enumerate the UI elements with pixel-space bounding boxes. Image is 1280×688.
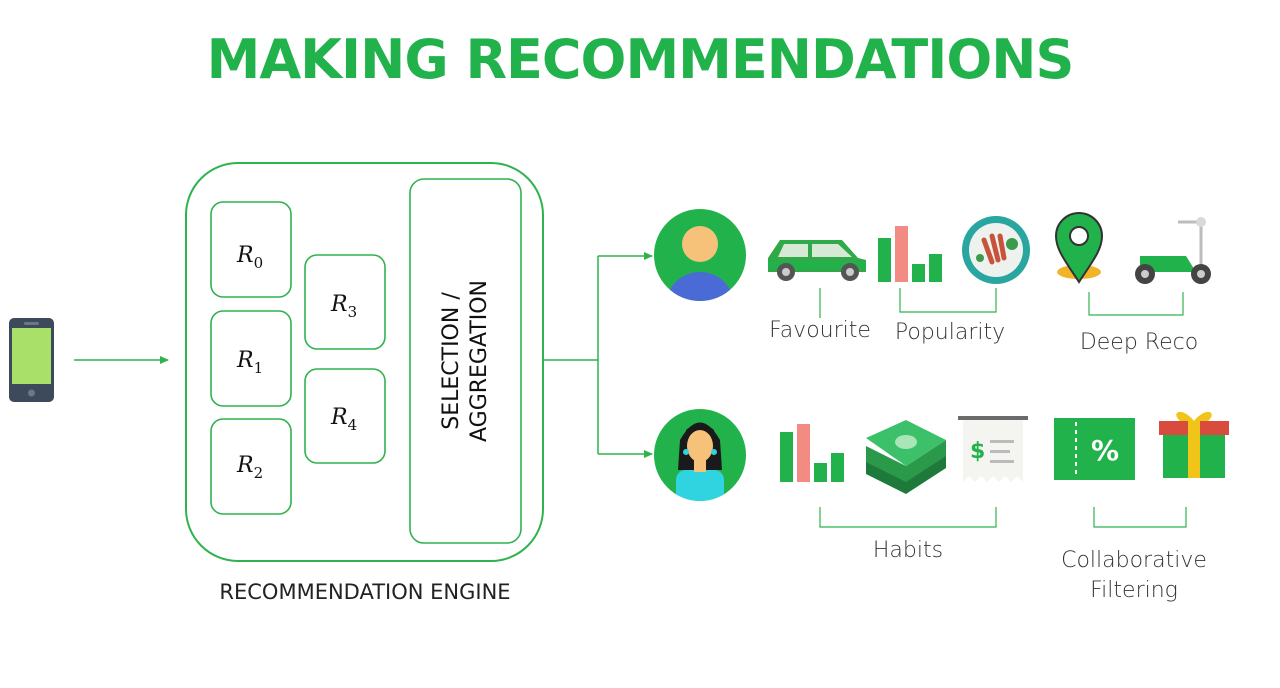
recommender-r4: R4 (304, 368, 386, 464)
scooter-icon (1135, 217, 1211, 284)
bar-chart-icon-habits (780, 424, 844, 482)
user1-brackets (819, 288, 1184, 318)
recommender-r3: R3 (304, 254, 386, 350)
svg-text:AGGREGATION: AGGREGATION (467, 280, 492, 442)
bar-chart-icon (878, 226, 942, 282)
page-title: MAKING RECOMMENDATIONS (206, 28, 1075, 91)
label-deep-reco: Deep Reco (1079, 330, 1199, 355)
label-popularity: Popularity (894, 320, 1006, 345)
engine-label: RECOMMENDATION ENGINE (219, 580, 511, 604)
svg-text:R4: R4 (330, 405, 357, 434)
cash-stack-icon (866, 420, 946, 494)
svg-text:$: $ (970, 439, 985, 464)
coupon-icon: % (1054, 418, 1135, 480)
receipt-icon: $ (958, 416, 1028, 482)
label-favourite: Favourite (769, 318, 871, 343)
svg-text:SELECTION /: SELECTION / (439, 292, 464, 430)
svg-text:R1: R1 (236, 348, 263, 377)
label-habits: Habits (872, 538, 944, 563)
user2-brackets (819, 507, 1187, 528)
gift-icon (1159, 411, 1229, 478)
recommender-r2: R2 (210, 418, 292, 515)
recommender-r1: R1 (210, 310, 292, 407)
user-avatar-male (654, 209, 746, 301)
svg-text:R0: R0 (236, 243, 263, 272)
food-plate-icon (962, 216, 1030, 284)
selection-aggregation-box: SELECTION / AGGREGATION (409, 178, 522, 544)
recommendation-engine-box (185, 162, 544, 562)
phone-icon (9, 318, 54, 402)
label-collaborative: Collaborative (1061, 548, 1207, 573)
svg-text:R2: R2 (236, 453, 263, 482)
svg-text:R3: R3 (330, 292, 357, 321)
map-pin-icon (1054, 212, 1104, 284)
car-icon (768, 240, 866, 281)
output-branch-arrows (543, 252, 653, 458)
user-avatar-female (654, 409, 746, 501)
recommender-r0: R0 (210, 201, 292, 298)
label-filtering: Filtering (1090, 578, 1178, 603)
svg-text:%: % (1091, 434, 1119, 467)
